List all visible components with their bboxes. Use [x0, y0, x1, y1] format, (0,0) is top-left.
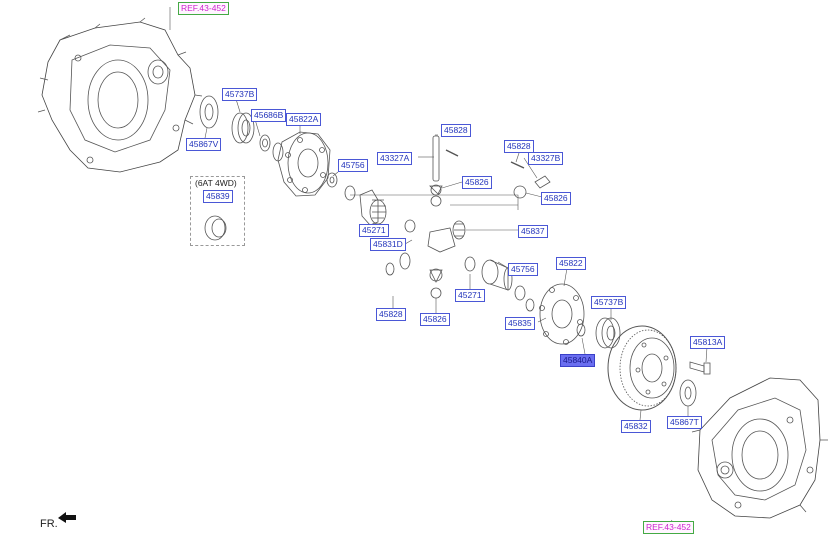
part-label-45867T[interactable]: 45867T [667, 416, 702, 429]
reference-link-bottom[interactable]: REF.43-452 [643, 521, 694, 534]
part-label-45828[interactable]: 45828 [441, 124, 471, 137]
shim-45867V [199, 95, 219, 129]
part-label-45756[interactable]: 45756 [508, 263, 538, 276]
option-group-box [190, 176, 245, 246]
part-label-43327A[interactable]: 43327A [377, 152, 413, 165]
part-label-45271[interactable]: 45271 [359, 224, 389, 237]
reference-link-top[interactable]: REF.43-452 [178, 2, 229, 15]
transaxle-housing-top [37, 17, 203, 173]
part-label-43327B[interactable]: 43327B [528, 152, 564, 165]
pinion-shaft-43327A [429, 135, 459, 207]
part-label-45826[interactable]: 45826 [420, 313, 450, 326]
bearing-45737B-right [595, 317, 621, 349]
part-label-45837[interactable]: 45837 [518, 225, 548, 238]
part-label-45822A[interactable]: 45822A [286, 113, 322, 126]
option-note: (6AT 4WD) [195, 178, 237, 188]
ring-45686B [259, 134, 271, 152]
part-label-45831D[interactable]: 45831D [370, 238, 406, 251]
part-label-45828[interactable]: 45828 [504, 140, 534, 153]
differential-carrier-45822 [525, 283, 585, 345]
differential-case-45822A [272, 131, 331, 197]
part-label-45686B[interactable]: 45686B [251, 109, 287, 122]
ring-gear-45832 [607, 325, 677, 411]
part-label-45826[interactable]: 45826 [541, 192, 571, 205]
part-label-45832[interactable]: 45832 [621, 420, 651, 433]
direction-label: FR. [40, 518, 58, 530]
part-label-45840A[interactable]: 45840A [560, 354, 596, 367]
bearing-45737B-left [231, 112, 255, 144]
part-label-45835[interactable]: 45835 [505, 317, 535, 330]
pinion-shaft-43327B [510, 161, 551, 199]
part-label-45826[interactable]: 45826 [462, 176, 492, 189]
differential-gear-set [385, 220, 466, 299]
part-label-45271[interactable]: 45271 [455, 289, 485, 302]
part-label-45867V[interactable]: 45867V [186, 138, 222, 151]
part-label-45822[interactable]: 45822 [556, 257, 586, 270]
part-label-45839[interactable]: 45839 [203, 190, 233, 203]
part-label-45756[interactable]: 45756 [338, 159, 368, 172]
seal-45839 [204, 215, 226, 241]
transaxle-housing-bottom [691, 377, 828, 519]
bolt-45813A [689, 361, 711, 375]
front-direction-arrow-icon [58, 512, 76, 523]
part-label-45813A[interactable]: 45813A [690, 336, 726, 349]
part-label-45737B[interactable]: 45737B [591, 296, 627, 309]
part-label-45828[interactable]: 45828 [376, 308, 406, 321]
part-label-45737B[interactable]: 45737B [222, 88, 258, 101]
